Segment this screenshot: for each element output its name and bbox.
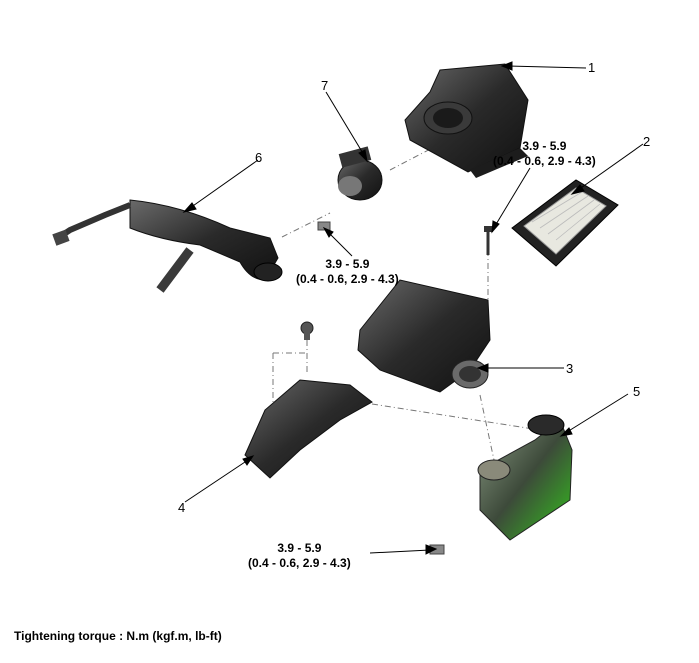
air-intake-hose <box>52 199 283 293</box>
clip <box>300 321 314 340</box>
bolt-sensor <box>317 221 331 231</box>
air-cleaner-cover <box>404 63 529 178</box>
torque-value: 3.9 - 5.9 <box>522 139 567 153</box>
air-duct <box>244 379 373 479</box>
torque-spec-sensor-bolt: 3.9 - 5.9 (0.4 - 0.6, 2.9 - 4.3) <box>296 257 399 287</box>
torque-value-alt: (0.4 - 0.6, 2.9 - 4.3) <box>248 556 351 570</box>
torque-value: 3.9 - 5.9 <box>277 541 322 555</box>
torque-spec-cover-bolt: 3.9 - 5.9 (0.4 - 0.6, 2.9 - 4.3) <box>493 139 596 169</box>
callout-5: 5 <box>633 384 641 399</box>
leader-lines <box>182 61 644 555</box>
alignment-lines <box>272 143 541 461</box>
callout-6: 6 <box>255 150 263 165</box>
bolt-cover <box>484 226 493 255</box>
callout-3: 3 <box>566 361 574 376</box>
torque-value-alt: (0.4 - 0.6, 2.9 - 4.3) <box>493 154 596 168</box>
callout-4: 4 <box>178 500 186 515</box>
torque-units-note: Tightening torque : N.m (kgf.m, lb-ft) <box>14 629 222 643</box>
torque-value: 3.9 - 5.9 <box>325 257 370 271</box>
torque-value-alt: (0.4 - 0.6, 2.9 - 4.3) <box>296 272 399 286</box>
callout-1: 1 <box>588 60 596 75</box>
air-filter-element <box>511 179 619 267</box>
callout-7: 7 <box>321 78 329 93</box>
air-cleaner-body <box>357 279 491 393</box>
torque-spec-resonator-bolt: 3.9 - 5.9 (0.4 - 0.6, 2.9 - 4.3) <box>248 541 351 571</box>
air-flow-sensor <box>337 146 383 201</box>
callout-2: 2 <box>643 134 651 149</box>
resonator <box>477 414 573 541</box>
